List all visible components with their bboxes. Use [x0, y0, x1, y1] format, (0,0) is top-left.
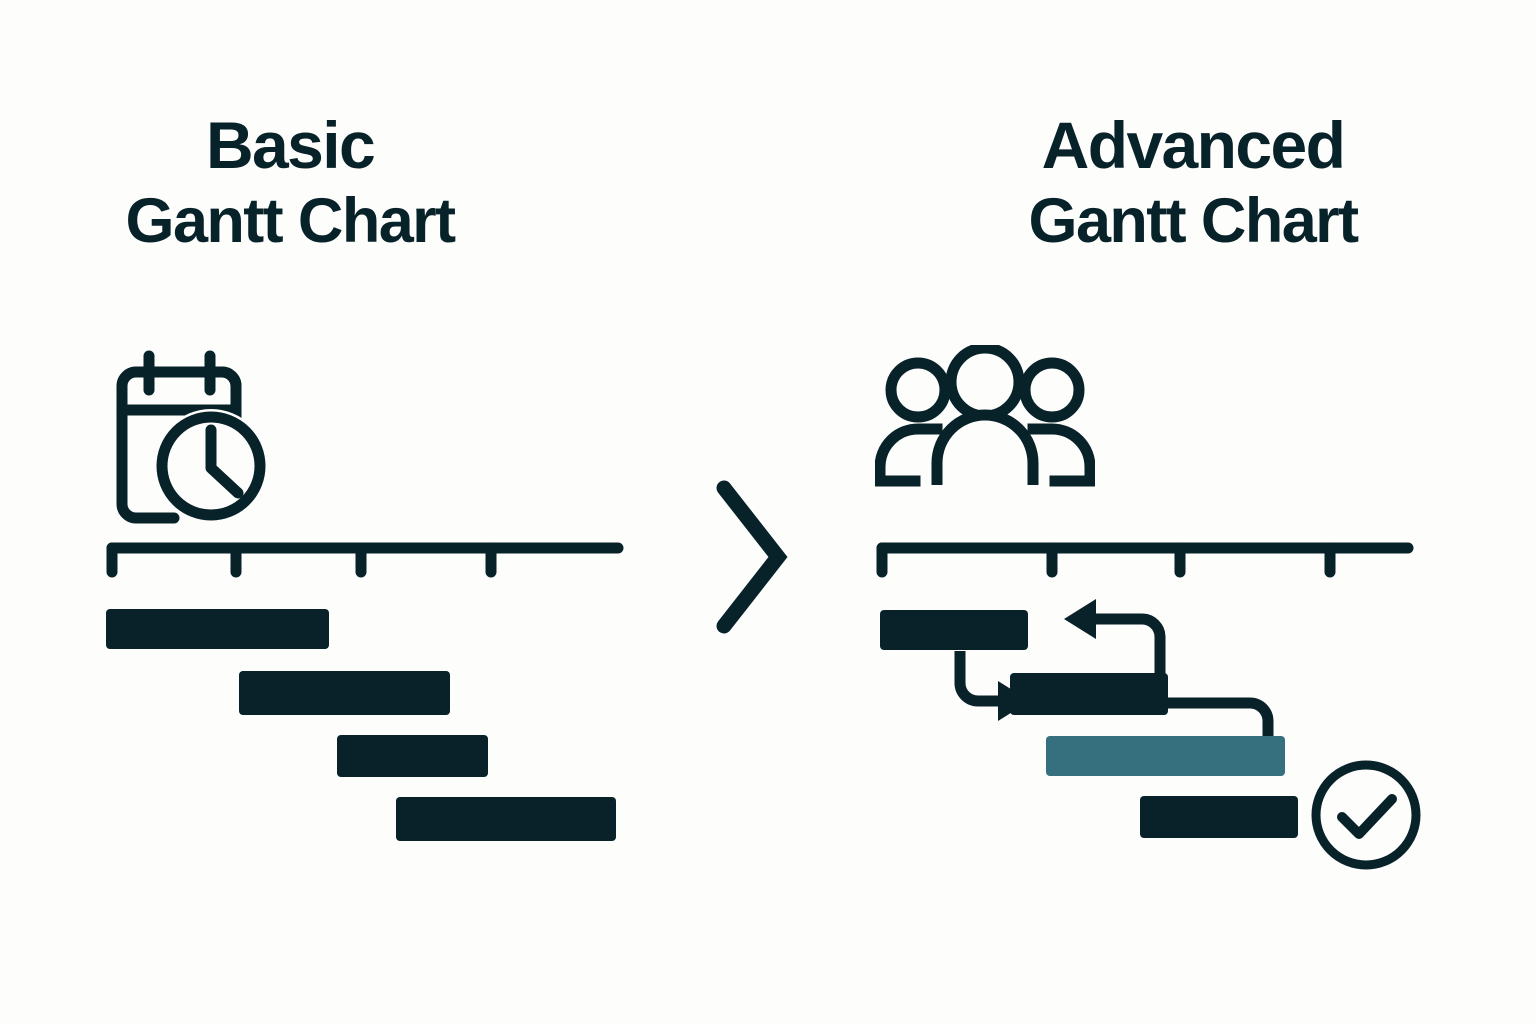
- advanced-task-bar-1: [880, 610, 1028, 650]
- basic-timeline-ruler: [106, 542, 624, 578]
- advanced-task-bar-4: [1140, 796, 1298, 838]
- check-circle-icon: [1308, 757, 1424, 878]
- basic-task-bar-2: [239, 671, 450, 715]
- calendar-clock-icon: [100, 338, 280, 533]
- advanced-timeline-ruler: [876, 542, 1414, 578]
- basic-task-bar-4: [396, 797, 616, 841]
- advanced-title-line-1: Advanced: [1041, 108, 1346, 182]
- basic-title-line-2: Gantt Chart: [125, 186, 457, 256]
- basic-gantt-panel: Basic Gantt Chart: [0, 0, 700, 1024]
- people-group-icon: [874, 342, 1096, 495]
- chevron-right-icon: [704, 472, 804, 647]
- basic-task-bar-1: [106, 609, 329, 649]
- advanced-gantt-panel: Advanced Gantt Chart: [790, 0, 1536, 1024]
- basic-task-bar-3: [337, 735, 488, 777]
- basic-panel-title: Basic Gantt Chart: [0, 112, 640, 253]
- advanced-panel-title: Advanced Gantt Chart: [820, 112, 1536, 253]
- advanced-task-bar-2: [1010, 673, 1168, 715]
- advanced-task-bar-3: [1046, 736, 1285, 776]
- advanced-title-line-2: Gantt Chart: [1028, 186, 1360, 256]
- basic-title-line-1: Basic: [205, 108, 376, 182]
